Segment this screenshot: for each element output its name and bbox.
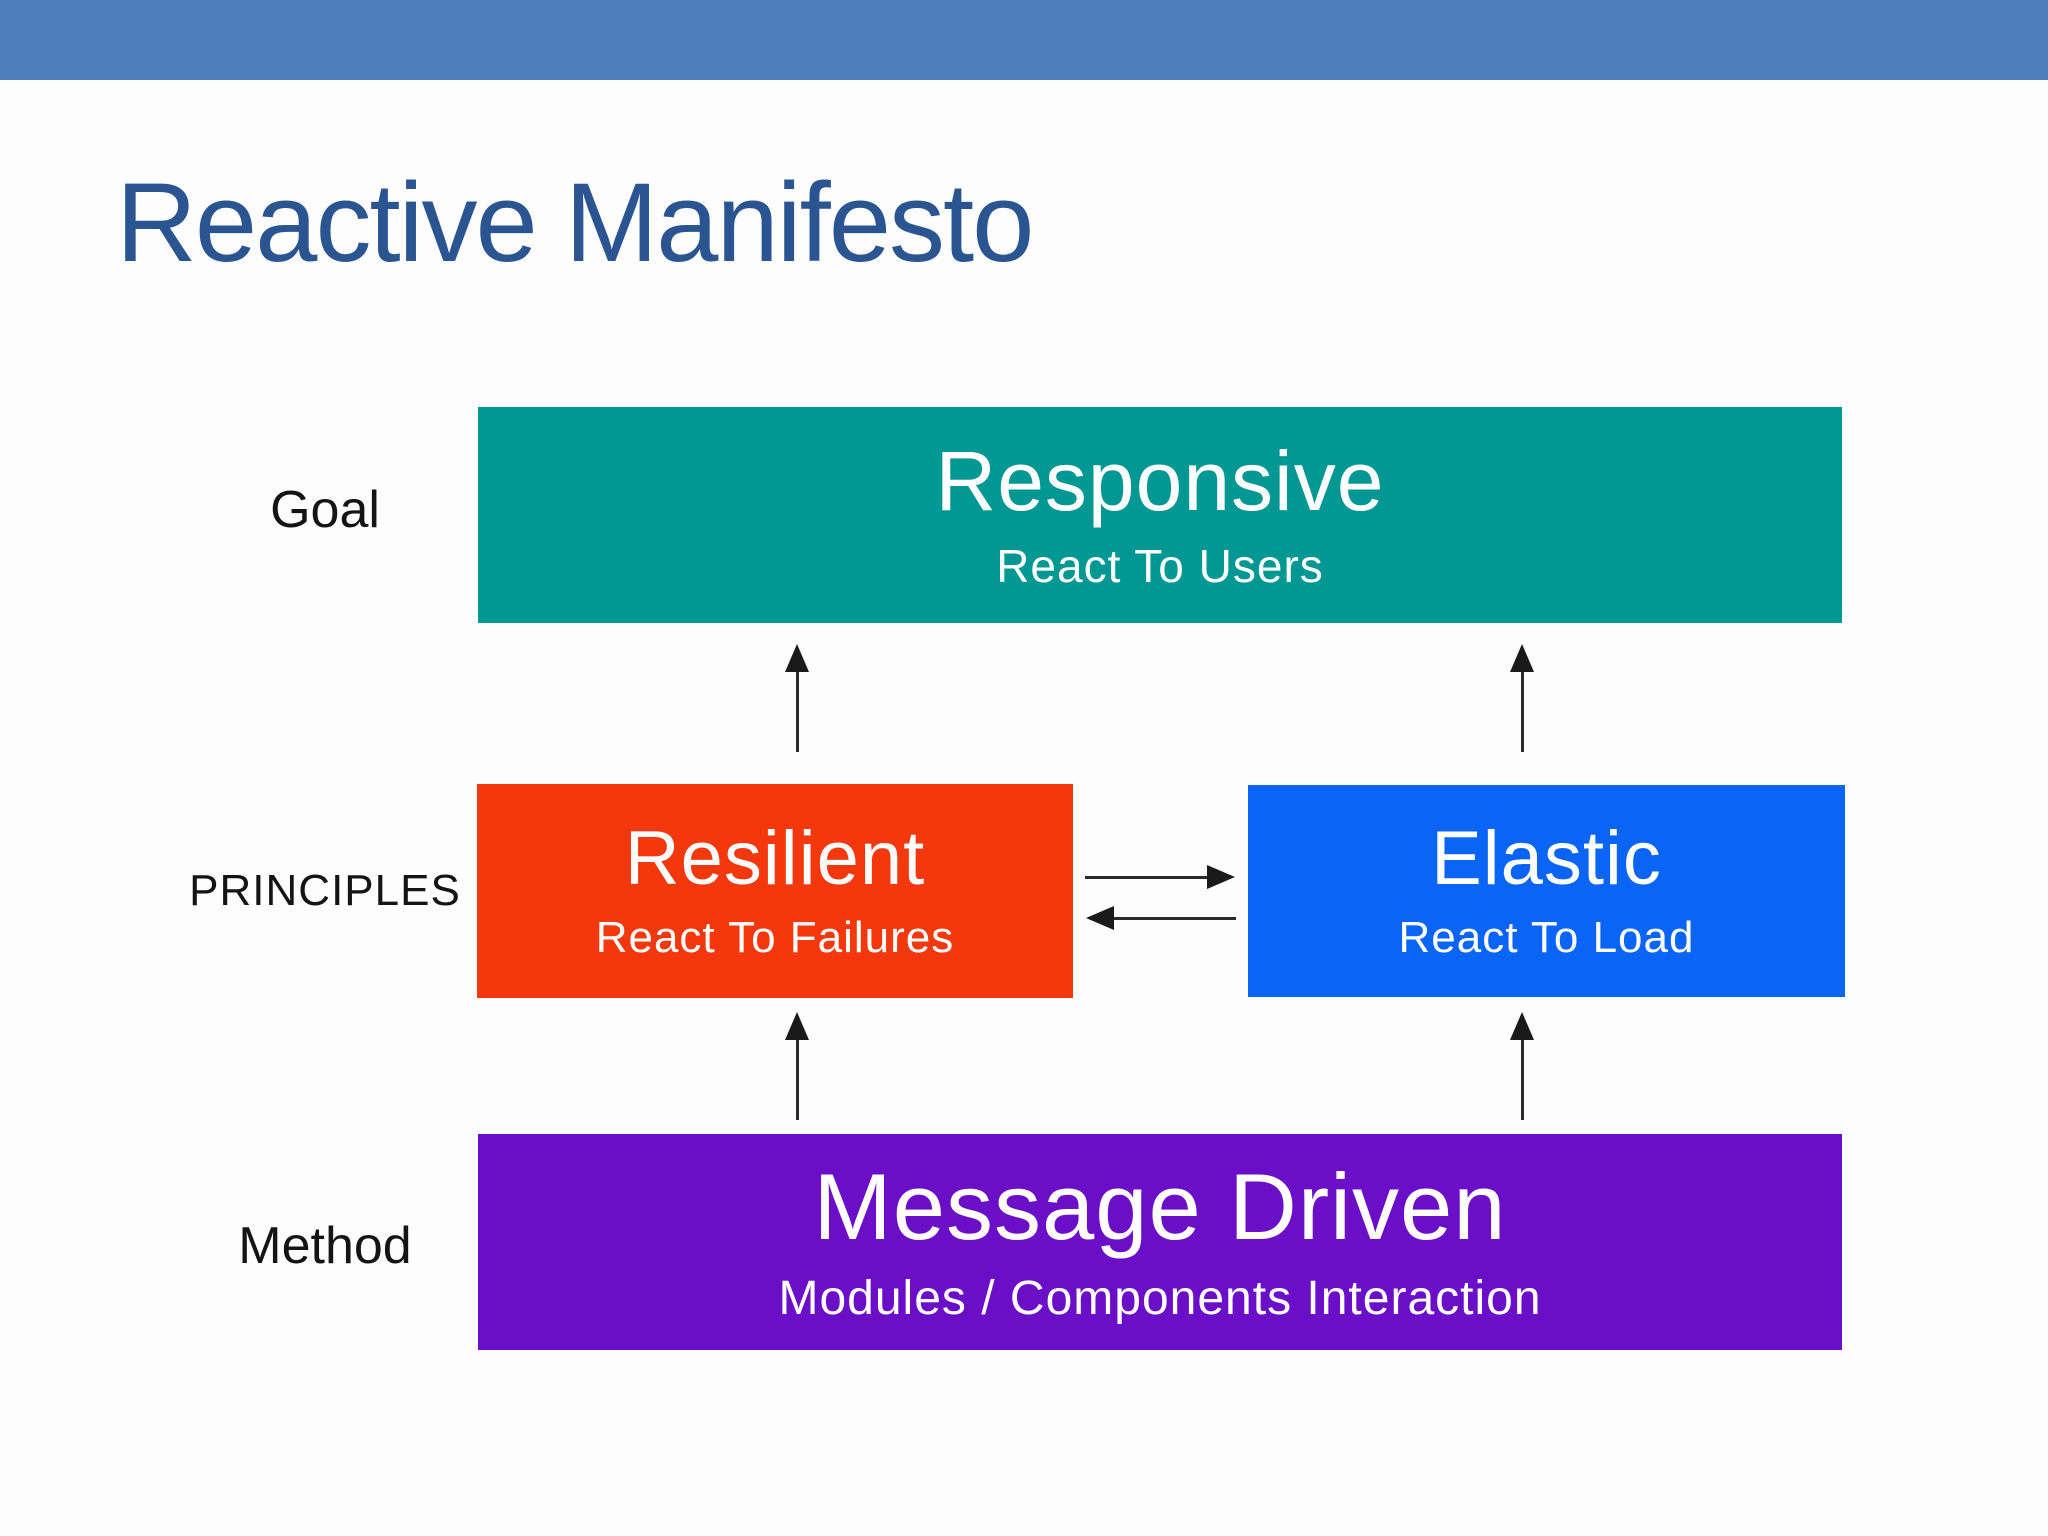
elastic-box: Elastic React To Load <box>1248 785 1845 997</box>
resilient-box-title: Resilient <box>624 816 926 902</box>
row-label-goal: Goal <box>270 481 380 539</box>
arrow-up-icon-resilient-to-responsive <box>784 644 810 752</box>
arrow-shaft <box>1520 672 1524 752</box>
arrowhead-up-icon <box>1510 644 1534 672</box>
message-driven-box-title: Message Driven <box>813 1154 1507 1260</box>
arrowhead-left-icon <box>1086 906 1114 930</box>
arrow-left-icon-elastic-to-resilient <box>1086 905 1236 931</box>
elastic-box-title: Elastic <box>1431 816 1662 902</box>
arrow-up-icon-message-driven-to-resilient <box>784 1012 810 1120</box>
arrow-shaft <box>1085 875 1207 879</box>
elastic-box-subtitle: React To Load <box>1398 912 1695 962</box>
responsive-box-subtitle: React To Users <box>996 540 1324 593</box>
arrow-shaft <box>795 672 799 752</box>
arrow-shaft <box>795 1040 799 1120</box>
row-label-method: Method <box>238 1217 412 1275</box>
responsive-box: Responsive React To Users <box>478 407 1842 623</box>
arrowhead-right-icon <box>1207 865 1235 889</box>
arrowhead-up-icon <box>1510 1012 1534 1040</box>
responsive-box-title: Responsive <box>935 433 1385 528</box>
arrow-right-icon-resilient-to-elastic <box>1085 864 1235 890</box>
message-driven-box-subtitle: Modules / Components Interaction <box>778 1271 1542 1325</box>
arrow-shaft <box>1114 916 1236 920</box>
resilient-box: Resilient React To Failures <box>477 784 1073 998</box>
page-title: Reactive Manifesto <box>116 160 1034 285</box>
arrow-shaft <box>1520 1040 1524 1120</box>
message-driven-box: Message Driven Modules / Components Inte… <box>478 1134 1842 1350</box>
header-bar <box>0 0 2048 80</box>
arrow-up-icon-elastic-to-responsive <box>1509 644 1535 752</box>
row-label-principles: PRINCIPLES <box>189 866 461 915</box>
arrow-up-icon-message-driven-to-elastic <box>1509 1012 1535 1120</box>
arrowhead-up-icon <box>785 1012 809 1040</box>
resilient-box-subtitle: React To Failures <box>595 912 955 962</box>
arrowhead-up-icon <box>785 644 809 672</box>
